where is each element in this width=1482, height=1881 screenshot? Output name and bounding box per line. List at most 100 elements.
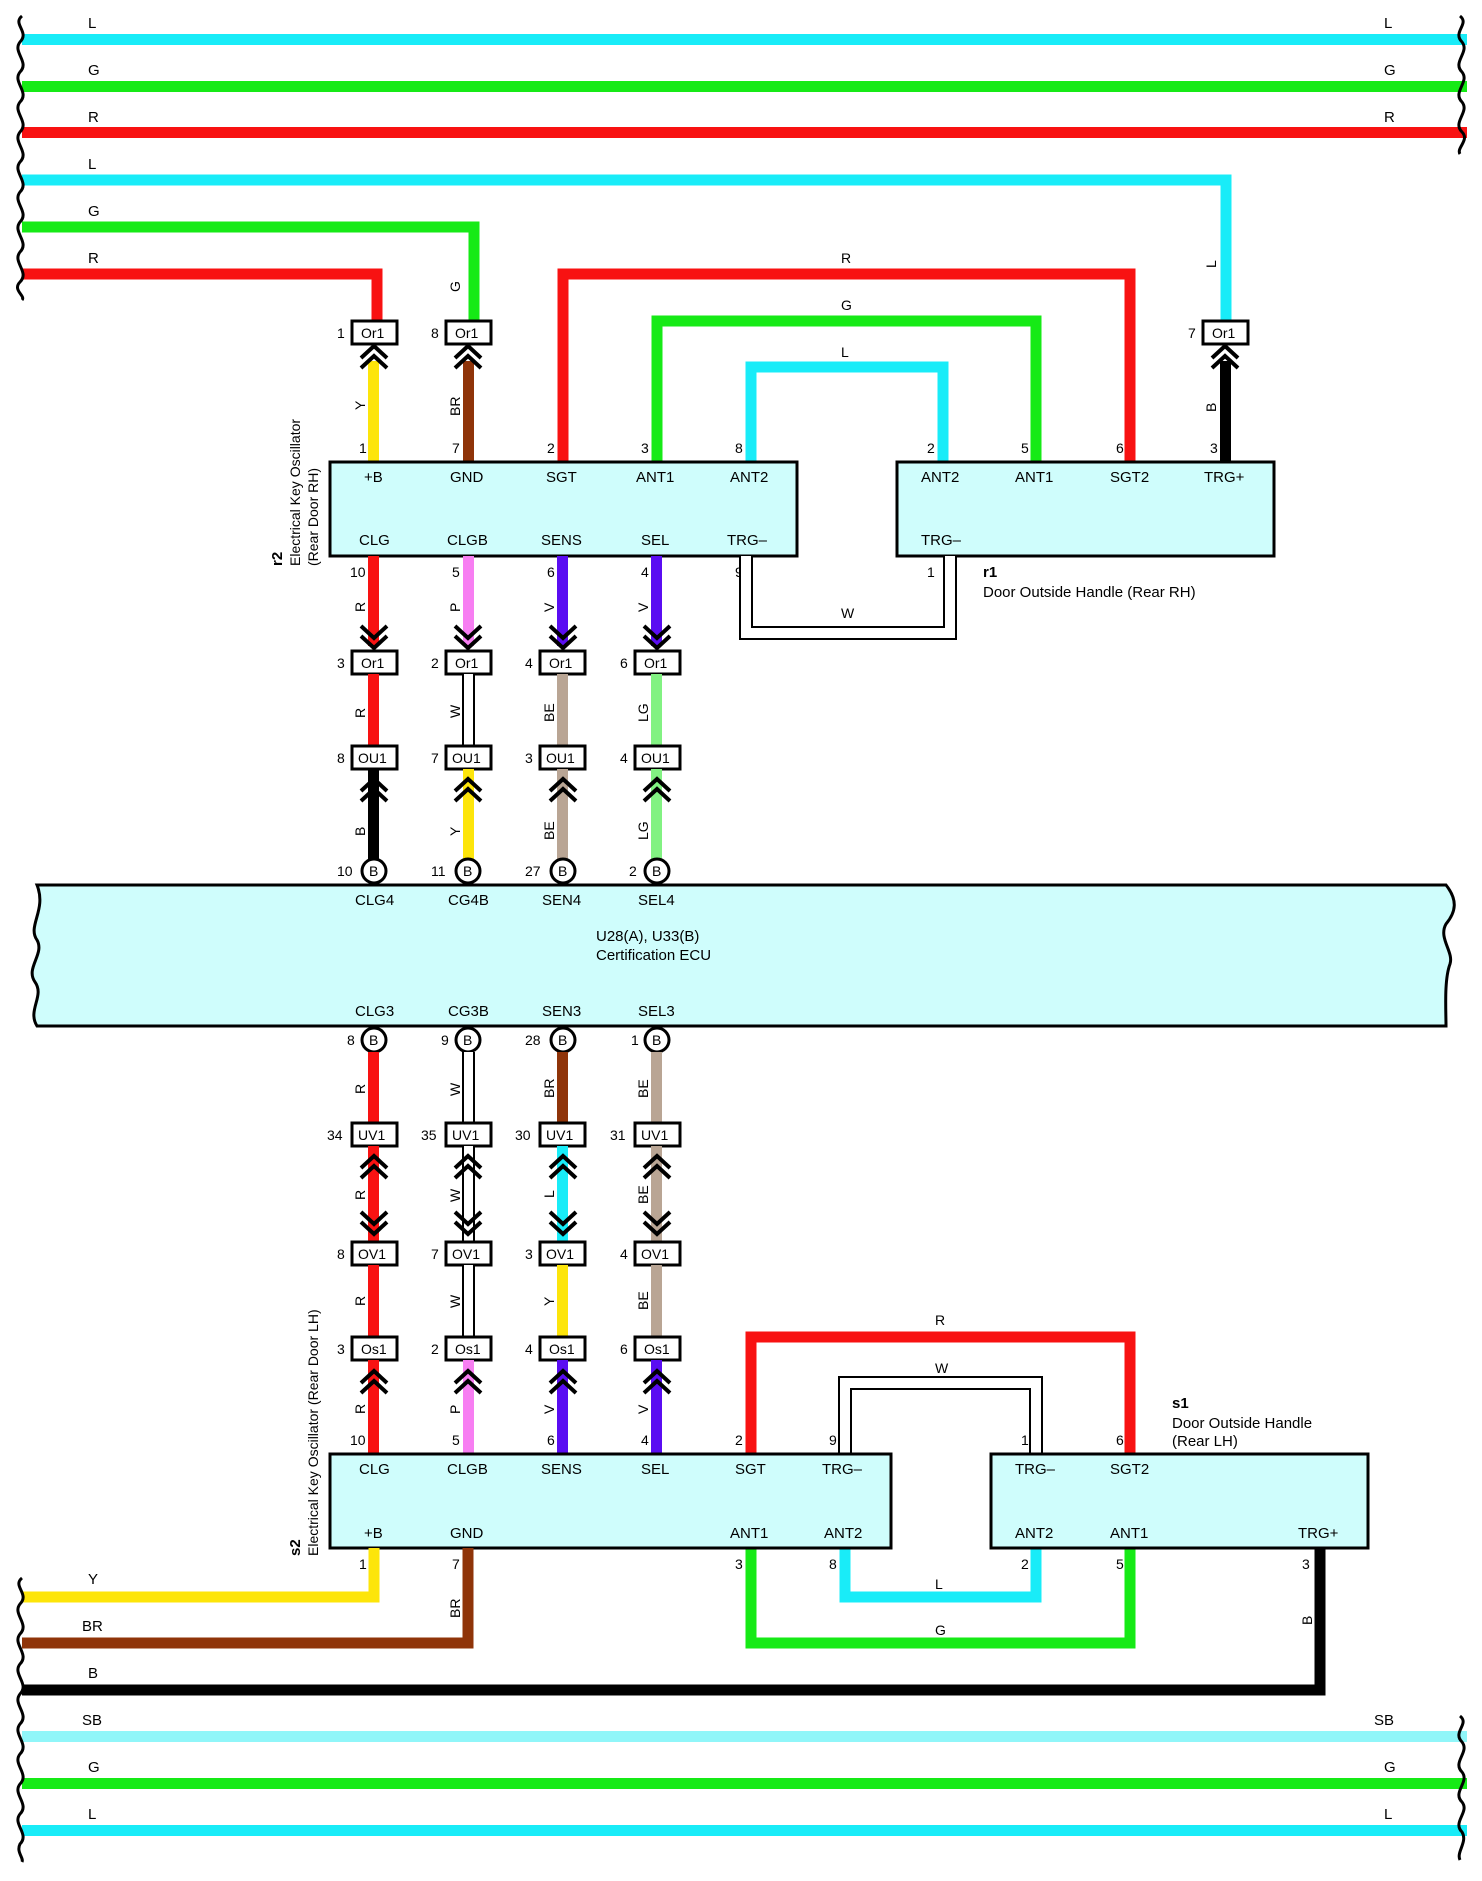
diagram-label: SGT2 [1110, 1461, 1149, 1478]
diagram-label: 10 [350, 1432, 366, 1448]
diagram-label: Or1 [455, 655, 479, 671]
diagram-label: L [541, 1190, 557, 1198]
component-r1: 2 5 6 3 ANT2 ANT1 SGT2 TRG+ TRG– 1 r1 Do… [895, 440, 1276, 601]
diagram-label: SB [82, 1712, 102, 1729]
diagram-shape [838, 1376, 1043, 1454]
diagram-shape [22, 1825, 1467, 1836]
diagram-shape [557, 769, 568, 866]
diagram-label: 7 [431, 750, 439, 766]
diagram-label: Or1 [361, 325, 385, 341]
diagram-label: 10 [350, 564, 366, 580]
diagram-label: 31 [610, 1127, 626, 1143]
diagram-label: OV1 [641, 1246, 669, 1262]
break-mark-right-top [1457, 14, 1466, 155]
diagram-shape [651, 556, 662, 646]
diagram-label: OU1 [546, 750, 575, 766]
diagram-shape [360, 857, 388, 885]
diagram-label: BE [541, 703, 557, 722]
diagram-label: W [447, 1188, 463, 1202]
diagram-shape [557, 1265, 568, 1337]
diagram-shape [464, 1265, 473, 1337]
diagram-label: W [447, 704, 463, 718]
diagram-label: B [1299, 1616, 1315, 1625]
diagram-shape [557, 1052, 568, 1128]
diagram-label: ANT1 [730, 1525, 768, 1542]
diagram-label: 11 [431, 863, 446, 879]
diagram-label: TRG– [1015, 1461, 1056, 1478]
diagram-label: TRG+ [1204, 469, 1245, 486]
diagram-shape [454, 857, 482, 885]
diagram-label: CLGB [447, 1461, 488, 1478]
diagram-label: 3 [337, 1341, 345, 1357]
diagram-shape [548, 776, 578, 803]
diagram-label: 1 [359, 440, 367, 456]
diagram-label: BR [541, 1079, 557, 1098]
diagram-label: ANT1 [1110, 1525, 1148, 1542]
diagram-label: SGT2 [1110, 469, 1149, 486]
diagram-shape [453, 1210, 483, 1237]
diagram-label: R [352, 1190, 368, 1200]
diagram-shape [557, 1146, 568, 1242]
diagram-label: G [88, 1759, 100, 1776]
diagram-label: ANT1 [636, 469, 674, 486]
diagram-label: R [935, 1312, 945, 1328]
diagram-shape [453, 624, 483, 651]
diagram-label: 3 [735, 1556, 743, 1572]
diagram-shape [557, 556, 568, 646]
diagram-label: s1 [1172, 1395, 1189, 1412]
diagram-label: 5 [1021, 440, 1029, 456]
diagram-label: LG [635, 821, 651, 840]
diagram-shape [642, 624, 672, 651]
diagram-shape [463, 769, 474, 866]
break-mark-right-bottom [1457, 1714, 1466, 1861]
diagram-shape [548, 624, 578, 651]
diagram-label: GND [450, 1525, 484, 1542]
diagram-label: 4 [620, 750, 628, 766]
diagram-label: SEN4 [542, 892, 581, 909]
top-bus: L G R L G R L G R [16, 14, 1467, 321]
diagram-shape [463, 361, 474, 462]
or1-connectors-top: Or1 1 Or1 8 Or1 7 [337, 319, 1250, 370]
diagram-label: 6 [620, 1341, 628, 1357]
diagram-label: B [369, 1032, 378, 1048]
diagram-label: G [841, 297, 852, 313]
diagram-label: OV1 [452, 1246, 480, 1262]
diagram-label: 5 [452, 1432, 460, 1448]
diagram-label: 7 [1188, 325, 1196, 341]
bus-label: G [1384, 62, 1396, 79]
diagram-label: 6 [1116, 440, 1124, 456]
diagram-label: GND [450, 469, 484, 486]
diagram-label: G [447, 281, 463, 292]
diagram-label: BE [635, 1185, 651, 1204]
diagram-label: V [541, 602, 557, 612]
diagram-label: SEL3 [638, 1003, 675, 1020]
diagram-label: OV1 [546, 1246, 574, 1262]
diagram-label: TRG– [921, 532, 962, 549]
diagram-label: L [88, 1806, 96, 1823]
diagram-label: 2 [547, 440, 555, 456]
diagram-label: Os1 [644, 1341, 670, 1357]
diagram-label: UV1 [546, 1127, 573, 1143]
diagram-label: Y [352, 400, 368, 410]
diagram-label: r1 [983, 564, 997, 581]
diagram-shape [464, 674, 473, 746]
diagram-label: Or1 [361, 655, 385, 671]
diagram-shape [548, 1368, 578, 1395]
diagram-label: 8 [337, 1246, 345, 1262]
break-mark-left-bottom [16, 1576, 25, 1863]
diagram-shape [1220, 361, 1231, 462]
r-trg-wire: W [739, 556, 957, 640]
diagram-label: 8 [431, 325, 439, 341]
diagram-label: 1 [359, 1556, 367, 1572]
diagram-label: 34 [327, 1127, 343, 1143]
bus-wire-g-1 [22, 81, 1467, 92]
diagram-label: +B [364, 469, 383, 486]
diagram-shape [368, 674, 379, 746]
diagram-shape [739, 556, 957, 640]
diagram-label: ANT2 [730, 469, 768, 486]
diagram-label: 8 [337, 750, 345, 766]
diagram-label: L [935, 1576, 943, 1592]
diagram-shape [642, 1153, 672, 1180]
diagram-label: SEL [641, 532, 669, 549]
